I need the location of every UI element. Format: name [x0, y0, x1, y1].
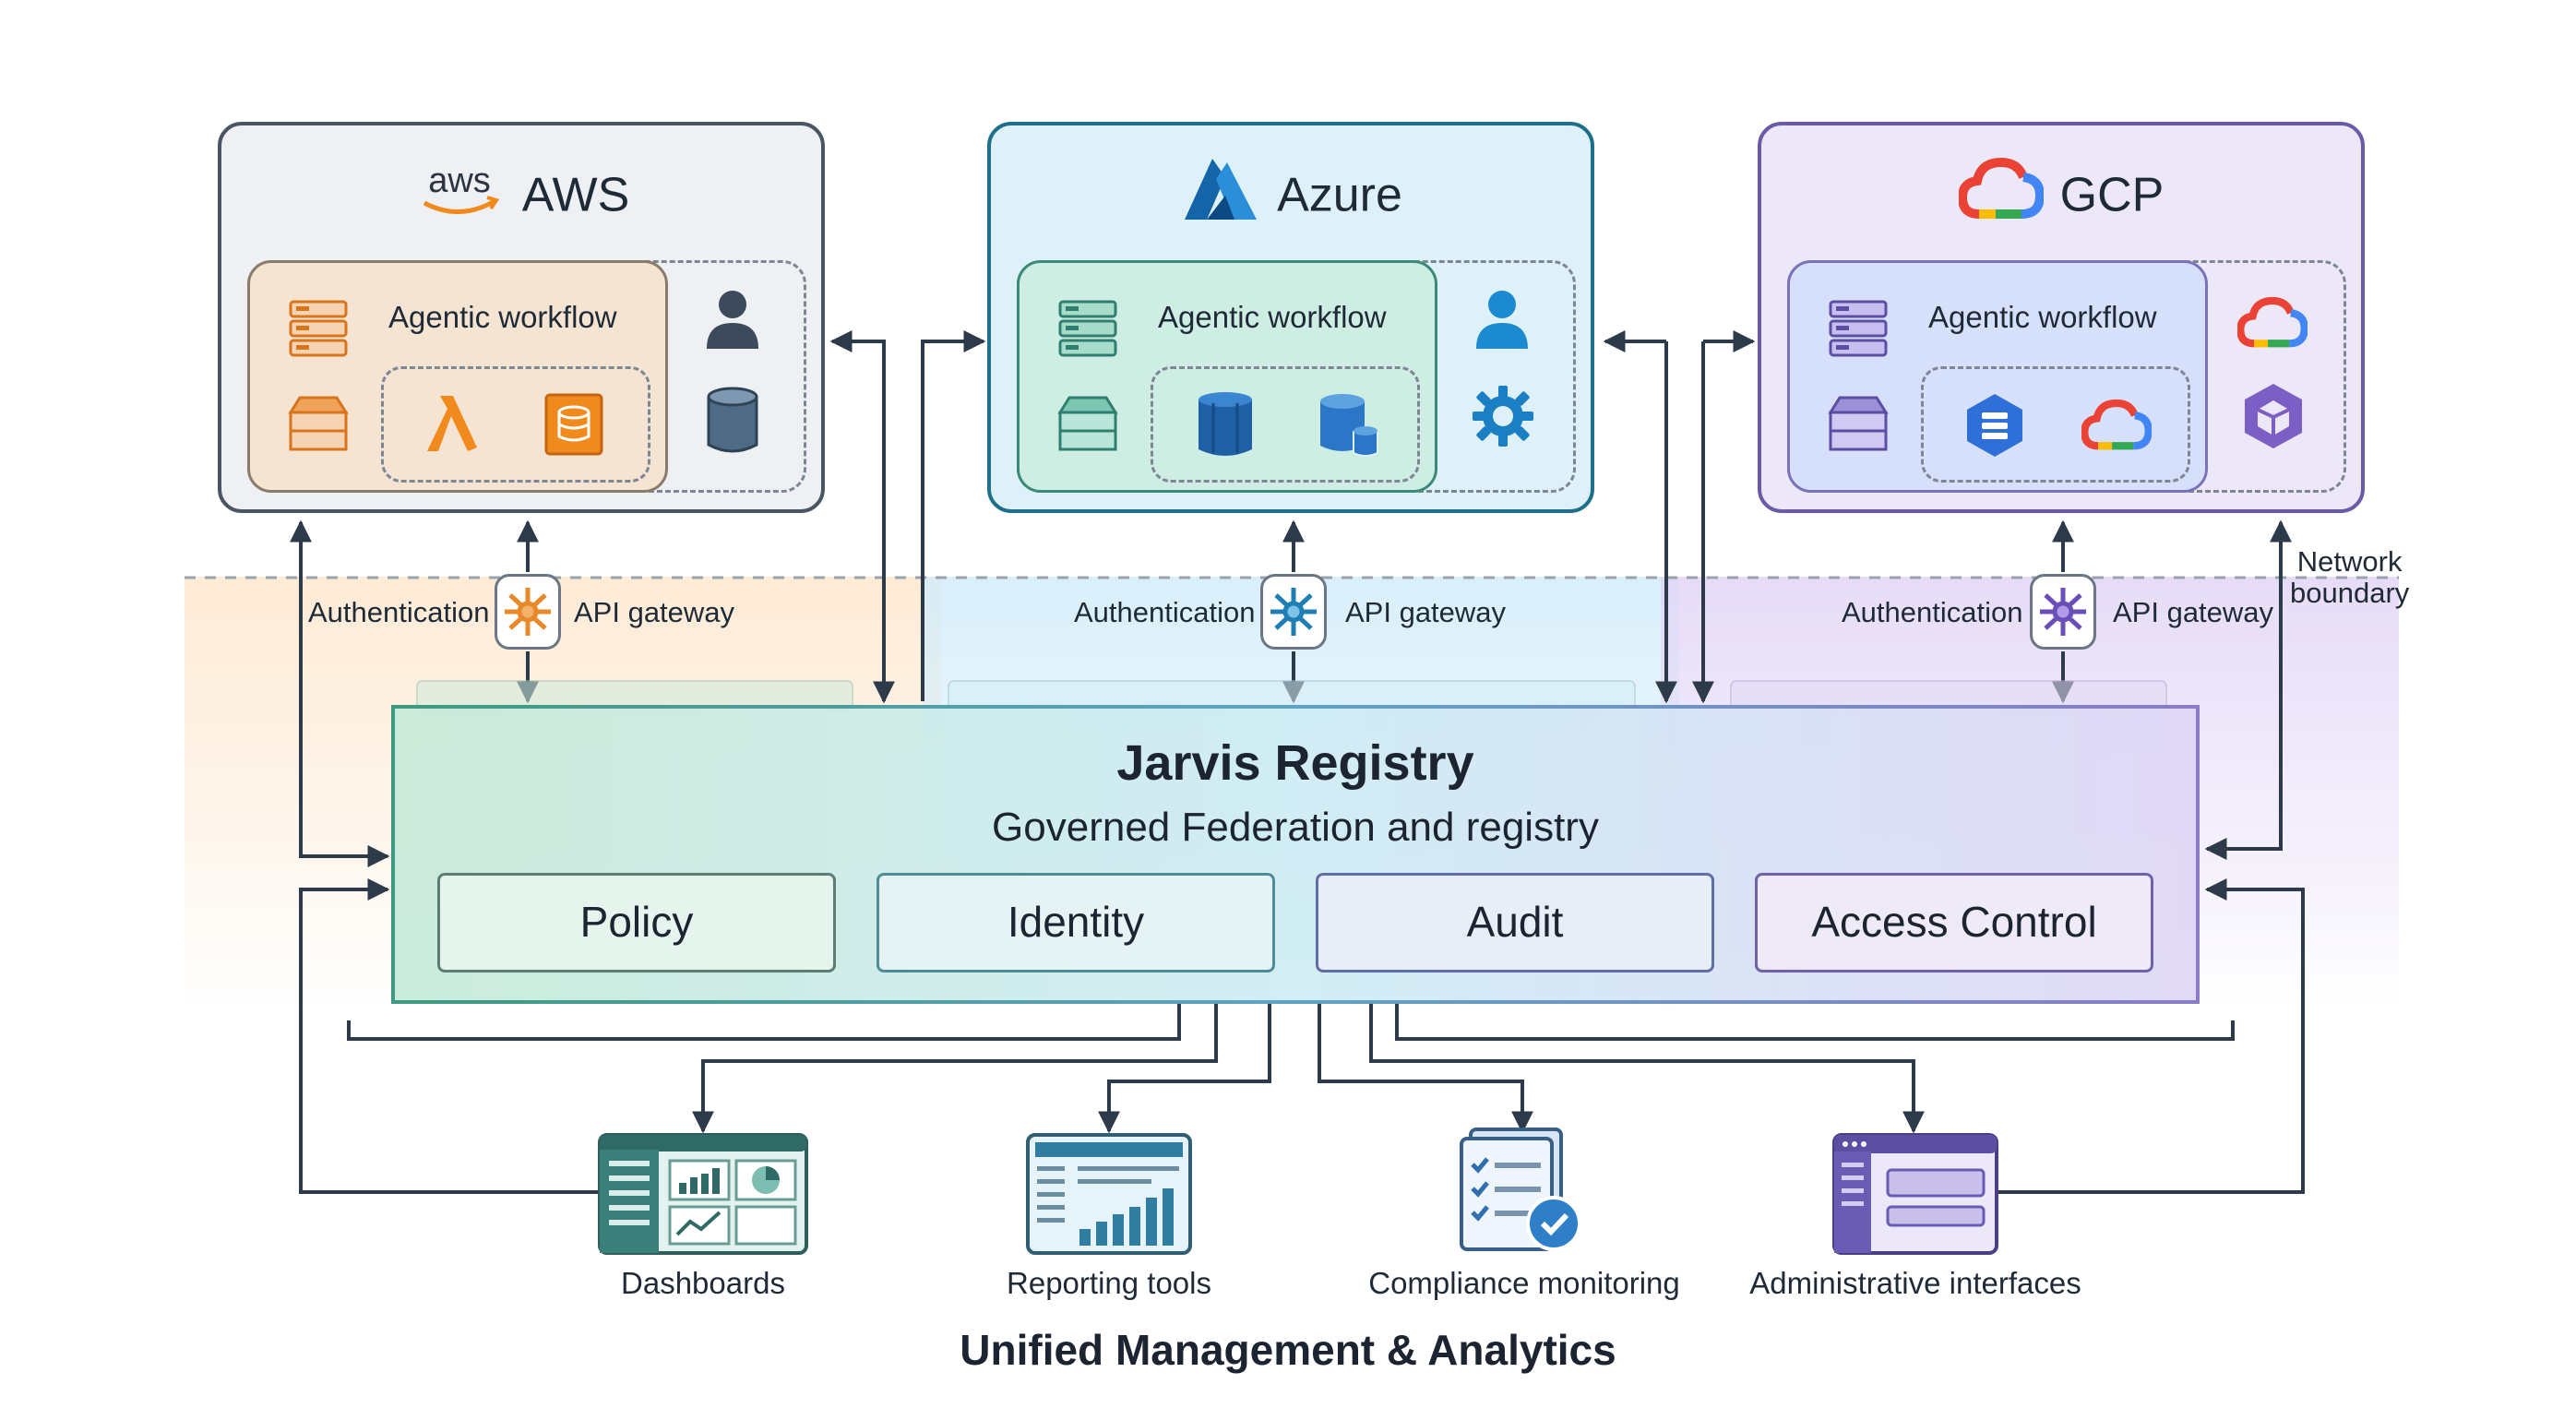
registry-bracket-left: [347, 1004, 1181, 1041]
aws-logo-icon: aws: [413, 157, 506, 233]
administrative-interfaces-label: Administrative interfaces: [1749, 1266, 2081, 1300]
azure-authentication-label: Authentication: [1074, 596, 1256, 628]
reporting-tools-icon: [1026, 1133, 1192, 1255]
aws-user-icon: [707, 291, 758, 349]
module-audit: Audit: [1316, 873, 1714, 972]
module-policy: Policy: [437, 873, 836, 972]
azure-cloud-panel: Azure Agentic workflow: [987, 122, 1594, 513]
azure-workflow-label: Agentic workflow: [1158, 300, 1387, 334]
azure-title-text: Azure: [1277, 168, 1402, 222]
azure-user-icon: [1476, 291, 1528, 349]
aws-workflow-label: Agentic workflow: [388, 300, 617, 334]
link-dashboards: [692, 1004, 1218, 1134]
gcp-right-arrow: [2204, 519, 2292, 860]
azure-workflow-box: Agentic workflow: [1017, 260, 1437, 493]
footer-title: Unified Management & Analytics: [960, 1326, 1616, 1374]
gcp-cube-icon: [2245, 384, 2302, 448]
azure-storage-icon: [1057, 396, 1118, 451]
gcp-workflow-label: Agentic workflow: [1928, 300, 2157, 334]
jarvis-registry-panel: Jarvis Registry Governed Federation and …: [391, 705, 2200, 1004]
aws-gateway-box: [495, 574, 561, 650]
azure-logo-icon: [1179, 157, 1260, 233]
link-admin: [1369, 1004, 1925, 1134]
gcp-cloud-icon: [2081, 399, 2152, 450]
link-reporting: [1098, 1004, 1271, 1134]
azure-gateway-icon: [1270, 588, 1317, 636]
aws-azure-link: [829, 330, 895, 704]
registry-title: Jarvis Registry: [1116, 735, 1474, 791]
module-access-control: Access Control: [1755, 873, 2153, 972]
azure-sql-icon: [1320, 394, 1378, 457]
gcp-title-text: GCP: [2059, 168, 2165, 222]
dashboards-label: Dashboards: [621, 1266, 785, 1300]
aws-left-arrow: [290, 519, 390, 867]
aws-logo-text: aws: [428, 161, 491, 200]
aws-title-text: AWS: [521, 168, 630, 222]
azure-gateway-box: [1260, 574, 1327, 650]
aws-api-gateway-label: API gateway: [574, 596, 735, 628]
module-identity: Identity: [877, 873, 1275, 972]
aws-workflow-box: Agentic workflow: [247, 260, 668, 493]
dashboards-icon: [598, 1133, 808, 1255]
registry-bracket-right: [1395, 1004, 2235, 1041]
gcp-cloud-small-icon: [2237, 296, 2308, 348]
gcp-workflow-box: Agentic workflow: [1787, 260, 2208, 493]
aws-cloud-panel: aws AWS Agentic workflow: [218, 122, 825, 513]
gcp-storage-icon: [1828, 396, 1889, 451]
registry-subtitle: Governed Federation and registry: [992, 805, 1599, 850]
dashboards-left-loop: [299, 878, 600, 1194]
aws-server-icon: [289, 300, 348, 357]
gcp-compute-group: [1921, 366, 2190, 483]
azure-left-link: [921, 340, 984, 701]
azure-api-gateway-label: API gateway: [1345, 596, 1507, 628]
administrative-interfaces-icon: [1832, 1133, 1998, 1255]
aws-cylinder-icon: [707, 387, 758, 453]
network-boundary-label: Network boundary: [2290, 545, 2410, 609]
gcp-authentication-label: Authentication: [1842, 596, 2023, 628]
compliance-monitoring-icon: [1460, 1128, 1581, 1251]
gcp-gateway-icon: [2040, 588, 2086, 636]
lambda-icon: [427, 396, 477, 451]
reporting-tools-label: Reporting tools: [1007, 1266, 1211, 1300]
azure-compute-group: [1151, 366, 1420, 483]
azure-blob-icon: [1199, 392, 1252, 456]
azure-server-icon: [1058, 300, 1117, 357]
aws-storage-icon: [288, 396, 349, 451]
compliance-monitoring-label: Compliance monitoring: [1368, 1266, 1680, 1300]
gcp-hex-database-icon: [1967, 394, 2022, 457]
gcp-server-icon: [1829, 300, 1888, 357]
aws-compute-group: [381, 366, 650, 483]
aws-database-icon: [544, 393, 603, 456]
aws-authentication-label: Authentication: [308, 596, 490, 628]
link-compliance: [1318, 1004, 1533, 1134]
gcp-api-gateway-label: API gateway: [2113, 596, 2274, 628]
gcp-title: GCP: [1761, 157, 2361, 233]
gcp-gateway-box: [2030, 574, 2096, 650]
gcp-cloud-panel: GCP Agentic workflow: [1758, 122, 2365, 513]
admin-right-loop: [1993, 878, 2305, 1194]
azure-title: Azure: [991, 157, 1591, 233]
gcp-logo-icon: [1957, 157, 2045, 233]
aws-title: aws AWS: [221, 157, 821, 233]
aws-gateway-icon: [505, 588, 551, 636]
azure-gear-icon: [1473, 386, 1533, 447]
